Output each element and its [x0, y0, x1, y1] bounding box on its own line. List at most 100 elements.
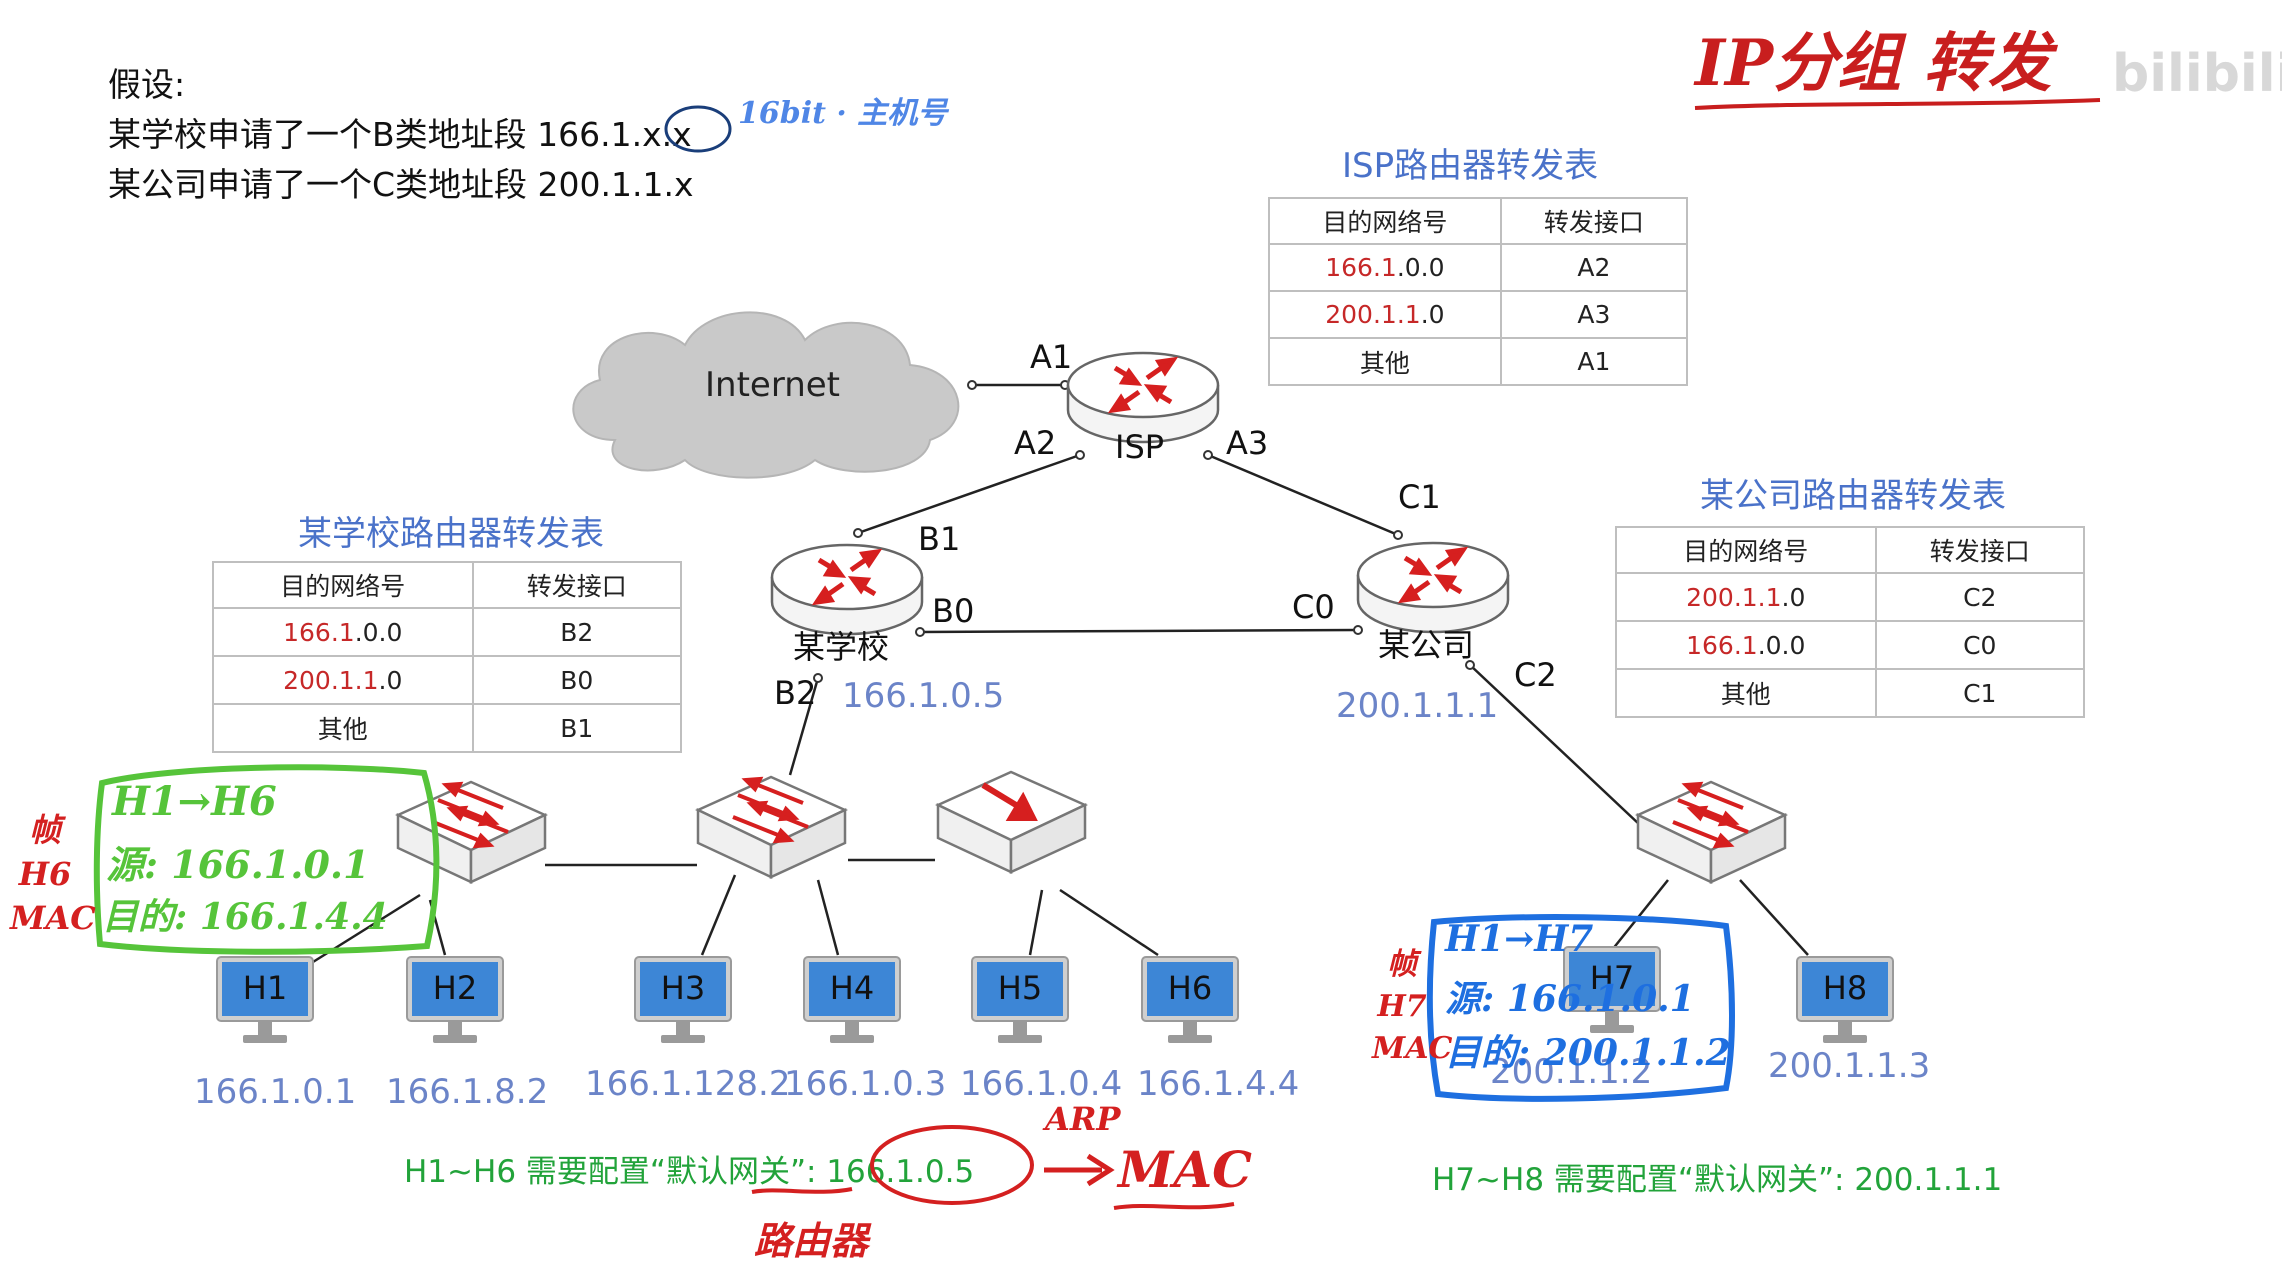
handwritten-title: IP分组 转发 — [1695, 26, 2052, 101]
link-sw3-h5 — [1028, 889, 1044, 956]
port-cell: A3 — [1499, 290, 1689, 339]
host-label: H2 — [432, 969, 478, 1007]
net-prefix: 166.1 — [1325, 253, 1397, 282]
school-router-ip: 166.1.0.5 — [842, 676, 1005, 716]
intro-line-2: 某学校申请了一个B类地址段 166.1.x.x — [108, 115, 692, 154]
school-forwarding-table: 目的网络号 转发接口 166.1.0.0 B2 200.1.1.0 B0 其他 … — [212, 561, 683, 753]
green-frame-line-2: 源: 166.1.0.1 — [106, 842, 370, 887]
link-school-switch — [788, 677, 820, 776]
net-suffix: 其他 — [317, 715, 368, 744]
net-cell: 其他 — [1268, 337, 1502, 386]
net-prefix: 200.1.1 — [1686, 582, 1782, 612]
host-5: H5 — [970, 955, 1070, 1051]
host-ip: 166.1.8.2 — [386, 1072, 549, 1112]
net-cell: 其他 — [1615, 668, 1877, 718]
green-frame-line-3: 目的: 166.1.4.4 — [102, 896, 388, 938]
blue-frame-line-3: 目的: 200.1.1.2 — [1445, 1032, 1731, 1074]
host-3: H3 — [633, 955, 733, 1051]
host-ip: 200.1.1.3 — [1768, 1046, 1931, 1086]
port-a2: A2 — [1014, 424, 1057, 462]
net-cell: 166.1.0.0 — [1615, 620, 1877, 670]
host-label: H5 — [997, 969, 1043, 1007]
link-isp-school — [857, 453, 1081, 535]
table-header-row: 目的网络号 转发接口 — [1615, 526, 2086, 574]
port-b1: B1 — [918, 520, 961, 558]
isp-router-label: ISP — [1115, 428, 1165, 466]
port-c0: C0 — [1292, 588, 1335, 626]
host-6: H6 — [1140, 955, 1240, 1051]
port-cell: C2 — [1874, 572, 2086, 622]
net-cell: 200.1.1.0 — [1268, 290, 1502, 339]
table-row: 其他 B1 — [212, 703, 683, 753]
red-frame-label-right: 帧 H7 MAC — [1372, 947, 1453, 1066]
switch-2-icon — [695, 775, 848, 879]
port-cell: A1 — [1499, 337, 1689, 386]
green-frame-line-1: H1→H6 — [112, 778, 277, 825]
host-4: H4 — [802, 955, 902, 1051]
gateway-note-school: H1~H6 需要配置“默认网关”: 166.1.0.5 — [404, 1154, 975, 1190]
host-ip: 200.1.1.2 — [1490, 1052, 1653, 1092]
table-header-row: 目的网络号 转发接口 — [212, 561, 683, 609]
internet-label: Internet — [705, 365, 841, 405]
net-suffix: 其他 — [1720, 680, 1771, 709]
company-router-ip: 200.1.1.1 — [1336, 686, 1499, 726]
school-router-label: 某学校 — [793, 628, 890, 666]
host-label: H3 — [660, 969, 706, 1007]
monitor-icon — [634, 956, 732, 1043]
monitor-icon — [1141, 956, 1239, 1043]
link-sw2-h4 — [816, 879, 840, 956]
net-suffix: .0.0 — [1757, 630, 1806, 660]
net-suffix: .0.0 — [354, 617, 403, 647]
arp-arrow-icon — [1044, 1153, 1115, 1187]
net-suffix: .0 — [1420, 300, 1445, 329]
host-label: H7 — [1589, 959, 1635, 997]
link-isp-company — [1207, 453, 1399, 537]
red-frame-label-left: 帧 H6 MAC — [10, 811, 96, 937]
host-ip: 166.1.0.3 — [784, 1064, 947, 1104]
net-cell: 200.1.1.0 — [212, 655, 474, 705]
net-cell: 其他 — [212, 703, 474, 753]
column-header: 转发接口 — [1499, 197, 1689, 245]
intro-line-1: 假设: — [108, 65, 186, 104]
gateway-word-underline — [751, 1187, 853, 1194]
gateway-circle — [870, 1125, 1034, 1205]
monitor-icon — [406, 956, 504, 1043]
green-frame-box — [93, 764, 440, 955]
link-sw3-h6 — [1059, 888, 1159, 957]
net-prefix: 166.1 — [283, 617, 355, 647]
company-table-title: 某公司路由器转发表 — [1700, 476, 2006, 516]
host-ip: 166.1.0.4 — [960, 1064, 1123, 1104]
intro-line-3: 某公司申请了一个C类地址段 200.1.1.x — [108, 165, 694, 204]
mac-underline — [1113, 1202, 1235, 1210]
table-row: 200.1.1.0 A3 — [1268, 290, 1689, 339]
switch-1-icon — [395, 780, 548, 884]
net-suffix: .0 — [378, 665, 403, 695]
net-prefix: 200.1.1 — [1325, 300, 1421, 329]
monitor-icon — [971, 956, 1069, 1043]
column-header: 目的网络号 — [212, 561, 474, 609]
table-header-row: 目的网络号 转发接口 — [1268, 197, 1689, 245]
column-header: 转发接口 — [1874, 526, 2086, 574]
handwritten-bits-note: 16bit · 主机号 — [738, 96, 948, 131]
monitor-icon — [216, 956, 314, 1043]
host-ip: 166.1.0.1 — [194, 1072, 357, 1112]
net-suffix: 其他 — [1359, 348, 1410, 378]
port-c2: C2 — [1514, 656, 1557, 694]
switch-4-icon — [1635, 780, 1788, 884]
table-row: 其他 A1 — [1268, 337, 1689, 386]
host-ip: 166.1.128.2 — [585, 1064, 791, 1104]
column-header: 转发接口 — [471, 561, 683, 609]
port-cell: C1 — [1874, 668, 2086, 718]
blue-frame-line-2: 源: 166.1.0.1 — [1445, 978, 1695, 1020]
school-router-icon — [770, 543, 924, 636]
link-sw2-h3 — [700, 874, 737, 956]
host-8: H8 — [1795, 955, 1895, 1051]
school-table-title: 某学校路由器转发表 — [298, 514, 604, 554]
internet-cloud-icon — [572, 311, 960, 479]
link-company-switch — [1469, 664, 1641, 826]
isp-forwarding-table: 目的网络号 转发接口 166.1.0.0 A2 200.1.1.0 A3 其他 … — [1268, 197, 1689, 386]
mac-label: MAC — [1118, 1140, 1252, 1199]
port-a3: A3 — [1226, 424, 1269, 462]
